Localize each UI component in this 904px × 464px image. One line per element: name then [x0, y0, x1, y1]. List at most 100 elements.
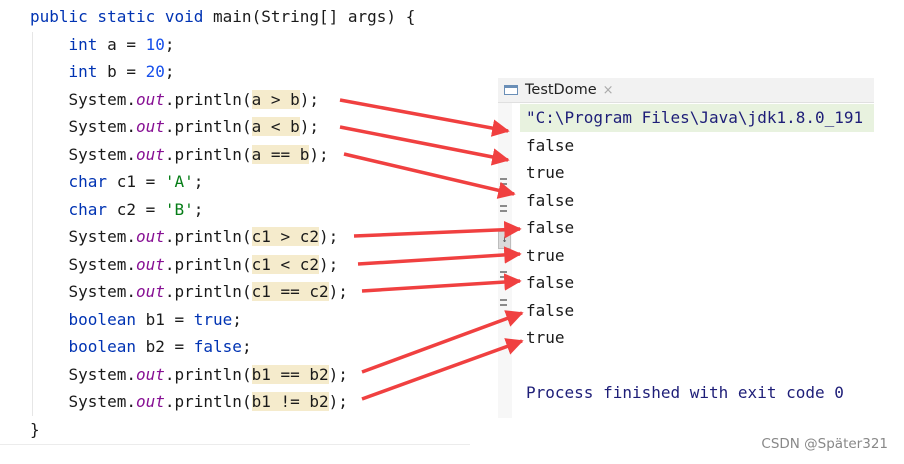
output-line: false	[526, 135, 575, 155]
highlighted-expression: c1 > c2	[251, 227, 320, 246]
code-token: .println(	[164, 364, 252, 384]
code-token: .println(	[164, 227, 252, 246]
code-token: int	[68, 62, 98, 81]
output-line: true	[526, 245, 565, 265]
console-output: "C:\Program Files\Java\jdk1.8.0_191 fals…	[520, 104, 874, 407]
editor-divider	[0, 444, 470, 445]
code-token: System.	[30, 227, 136, 246]
code-token: true	[193, 309, 233, 329]
code-line: boolean b1 = true;	[30, 307, 242, 333]
code-line: System.out.println(b1 == b2);	[30, 362, 348, 388]
code-token: );	[328, 364, 348, 384]
code-token: 20	[145, 62, 165, 81]
code-token: out	[135, 254, 165, 274]
code-token: out	[135, 117, 165, 136]
code-token: 'A'	[164, 172, 194, 191]
output-line: true	[526, 328, 565, 347]
code-token: out	[135, 144, 165, 164]
console-tab[interactable]: TestDome ×	[504, 78, 614, 102]
code-token: ;	[164, 62, 175, 81]
code-token: ;	[193, 199, 204, 219]
code-token	[30, 62, 69, 81]
code-token	[30, 337, 69, 356]
highlighted-expression: a == b	[251, 144, 310, 164]
code-token	[30, 172, 69, 191]
code-token: false	[193, 337, 242, 356]
watermark: CSDN @Später321	[761, 436, 888, 452]
output-line: true	[526, 163, 565, 182]
code-token: ;	[193, 172, 204, 191]
code-line: System.out.println(c1 == c2);	[30, 279, 348, 305]
console-window-icon	[504, 85, 518, 95]
code-line: char c2 = 'B';	[30, 197, 204, 223]
scroll-down-icon[interactable]: ↓	[498, 231, 511, 249]
code-token: );	[328, 282, 348, 301]
code-editor[interactable]: public static void main(String[] args) {…	[0, 0, 500, 464]
code-token: System.	[30, 364, 136, 384]
output-line: false	[526, 218, 575, 237]
code-line: System.out.println(a > b);	[30, 87, 319, 113]
indent-guide	[32, 32, 33, 416]
code-token: .println(	[164, 254, 252, 274]
output-blank-line	[526, 352, 874, 380]
code-token: System.	[30, 89, 136, 109]
code-line: System.out.println(a < b);	[30, 114, 319, 140]
code-token: .println(	[164, 144, 252, 164]
code-token: );	[319, 227, 339, 246]
highlighted-expression: b1 == b2	[251, 364, 329, 384]
code-line: int a = 10;	[30, 32, 175, 58]
code-token: System.	[30, 254, 136, 274]
code-line: System.out.println(c1 < c2);	[30, 252, 338, 278]
code-token: System.	[30, 282, 136, 301]
code-token: a =	[97, 34, 146, 54]
code-token: 10	[145, 34, 165, 54]
menu-lines-icon[interactable]	[500, 271, 507, 278]
highlighted-expression: b1 != b2	[251, 392, 329, 411]
highlighted-expression: c1 < c2	[251, 254, 320, 274]
code-token: ;	[164, 34, 175, 54]
code-token: c2 =	[107, 199, 165, 219]
code-token: out	[135, 227, 165, 246]
code-token: .println(	[164, 392, 252, 411]
code-token	[30, 310, 69, 329]
code-token: public static void	[30, 7, 214, 26]
code-token: char	[68, 199, 108, 219]
code-token: main(String[] args) {	[213, 7, 416, 26]
code-token: int	[68, 34, 98, 54]
code-token: ;	[241, 337, 252, 356]
highlighted-expression: a < b	[251, 117, 300, 136]
code-token: .println(	[164, 117, 252, 136]
console-gutter: ↓	[498, 103, 512, 418]
code-token: );	[309, 144, 329, 164]
code-line: char c1 = 'A';	[30, 169, 204, 195]
code-token: ;	[232, 309, 242, 329]
menu-lines-icon[interactable]	[500, 205, 507, 212]
console-tab-title: TestDome	[525, 82, 597, 98]
code-token	[30, 200, 69, 219]
menu-lines-icon[interactable]	[500, 299, 507, 306]
code-token: );	[328, 392, 348, 411]
code-token	[30, 35, 69, 54]
output-line: false	[526, 300, 575, 320]
console-tab-bar: TestDome ×	[498, 78, 874, 103]
code-line: boolean b2 = false;	[30, 334, 252, 360]
code-line: System.out.println(c1 > c2);	[30, 224, 338, 250]
code-token: out	[135, 89, 165, 109]
menu-lines-icon[interactable]	[500, 178, 507, 185]
close-icon[interactable]: ×	[602, 82, 614, 98]
code-token: );	[299, 117, 320, 136]
code-line: int b = 20;	[30, 59, 175, 85]
code-token: out	[135, 282, 165, 301]
highlighted-expression: c1 == c2	[251, 282, 329, 301]
code-token: System.	[30, 144, 136, 164]
output-line: false	[526, 273, 575, 292]
code-token: System.	[30, 392, 136, 411]
run-console[interactable]: TestDome × ↓ "C:\Program Files\Java\jdk1…	[498, 78, 874, 418]
code-token: boolean	[68, 337, 136, 356]
code-token: }	[30, 419, 40, 439]
code-token: .println(	[164, 282, 252, 301]
code-token: System.	[30, 117, 136, 136]
code-token: boolean	[68, 309, 136, 329]
code-token: b =	[97, 62, 146, 81]
code-token: b2 =	[135, 337, 194, 356]
